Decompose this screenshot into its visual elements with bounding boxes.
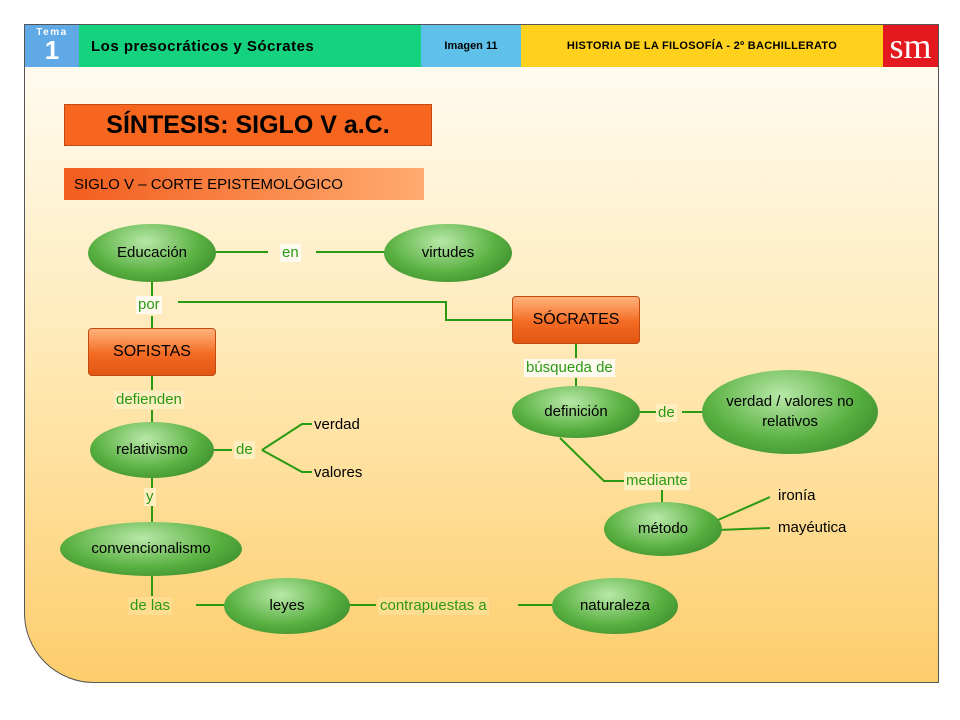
link-busqueda: búsqueda de	[524, 359, 615, 377]
link-mediante: mediante	[624, 472, 690, 490]
link-y: y	[144, 488, 156, 506]
line-de-verdad	[261, 423, 312, 451]
publisher-logo: sm	[883, 25, 938, 67]
chapter-title: Los presocráticos y Sócrates	[91, 37, 315, 55]
leaf-mayeutica: mayéutica	[778, 519, 847, 536]
tema-label: Tema	[36, 27, 68, 38]
leaf-ironia: ironía	[778, 487, 816, 504]
line-de-valores	[261, 449, 312, 473]
course-bar: HISTORIA DE LA FILOSOFÍA - 2º BACHILLERA…	[521, 25, 883, 67]
logo-text: sm	[889, 26, 932, 66]
node-definicion: definición	[512, 386, 640, 438]
link-en: en	[280, 244, 301, 262]
node-relativismo: relativismo	[90, 422, 214, 478]
node-naturaleza: naturaleza	[552, 578, 678, 634]
link-de-relativismo: de	[234, 441, 255, 459]
line-definicion-mediante	[559, 437, 624, 482]
node-educacion: Educación	[88, 224, 216, 282]
node-sofistas: SOFISTAS	[88, 328, 216, 376]
subtitle-banner: SIGLO V – CORTE EPISTEMOLÓGICO	[64, 168, 424, 200]
node-verdad-valores: verdad / valores no relativos	[702, 370, 878, 454]
node-leyes: leyes	[224, 578, 350, 634]
image-number-bar: Imagen 11	[421, 25, 521, 67]
leaf-valores: valores	[314, 464, 363, 481]
line-por-socrates	[178, 301, 512, 321]
page-title: SÍNTESIS: SIGLO V a.C.	[64, 104, 432, 146]
leaf-verdad: verdad	[314, 416, 360, 433]
link-de-definicion: de	[656, 404, 677, 422]
link-defienden: defienden	[114, 391, 184, 409]
link-de-las: de las	[128, 597, 173, 615]
image-label: Imagen 11	[444, 40, 498, 52]
link-contrapuestas: contrapuestas a	[378, 597, 489, 615]
node-metodo: método	[604, 502, 722, 556]
tema-badge: Tema 1	[25, 25, 79, 67]
node-virtudes: virtudes	[384, 224, 512, 282]
line-metodo-ironia	[717, 496, 771, 521]
course-title: HISTORIA DE LA FILOSOFÍA - 2º BACHILLERA…	[566, 40, 838, 52]
tema-number: 1	[44, 35, 60, 65]
link-por: por	[136, 296, 162, 314]
node-convencionalismo: convencionalismo	[60, 522, 242, 576]
node-socrates: SÓCRATES	[512, 296, 640, 344]
line-metodo-mayeutica	[717, 527, 771, 531]
chapter-title-bar: Los presocráticos y Sócrates	[79, 25, 421, 67]
